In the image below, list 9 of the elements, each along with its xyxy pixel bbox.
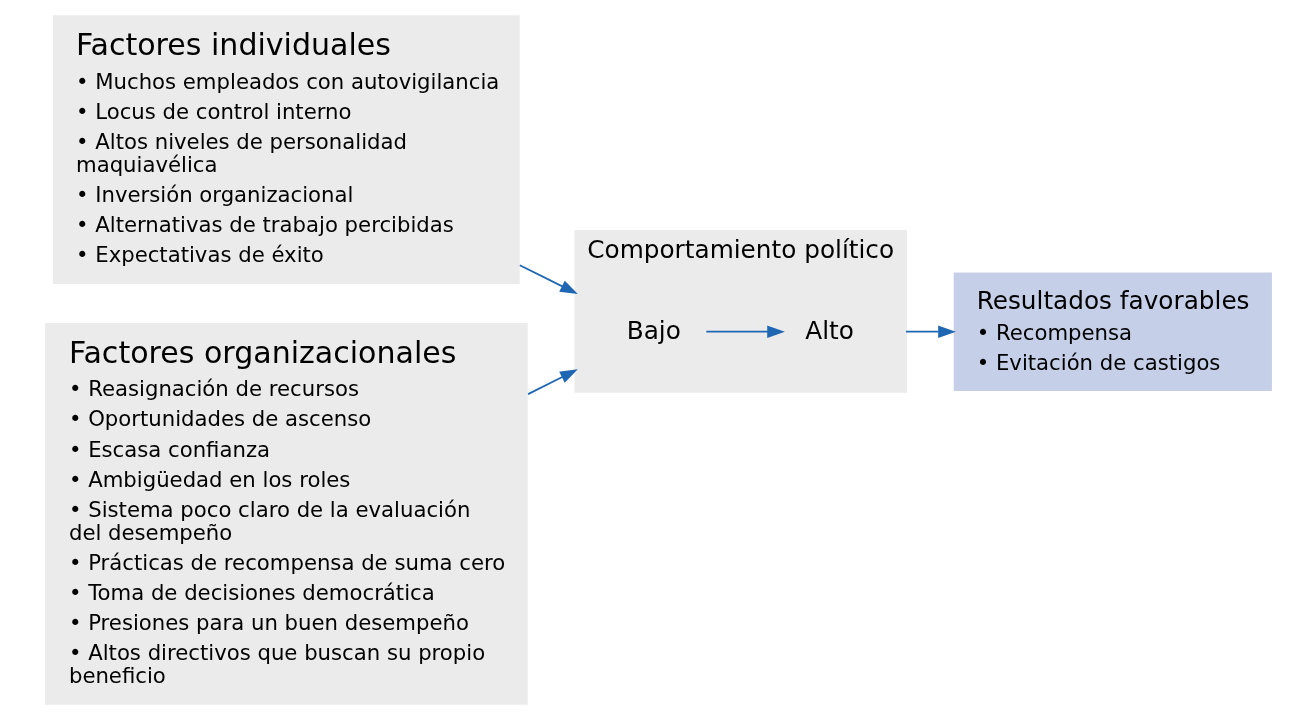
arrow [704,325,785,338]
arrow [904,325,956,338]
node-box: Resultados favorables • Recompensa • Evitación de castigos [953,272,1272,391]
node-box: Factores individuales • Muchos empleados con autovigilancia • Locus de control interno • Altos niveles de personalidad maquiavélica • Inversión organizacional • Alternativas de trabajo percibidas • Expectativas de éxito [52,15,520,284]
node-box: Factores organizacionales • Reasignación de recursos • Oportunidades de ascenso • Escasa confianza • Ambigüedad en los roles • Sistema poco claro de la evaluación del desempeño • Prácticas de recompensa de suma cero • Toma de decisiones democrática • Presiones para un buen desempeño • Altos directivos que buscan su propio beneficio [44,322,528,705]
node-text: Bajo [626,316,681,346]
arrow [518,264,578,295]
arrow [526,369,578,395]
node-text: Alto [804,316,854,346]
